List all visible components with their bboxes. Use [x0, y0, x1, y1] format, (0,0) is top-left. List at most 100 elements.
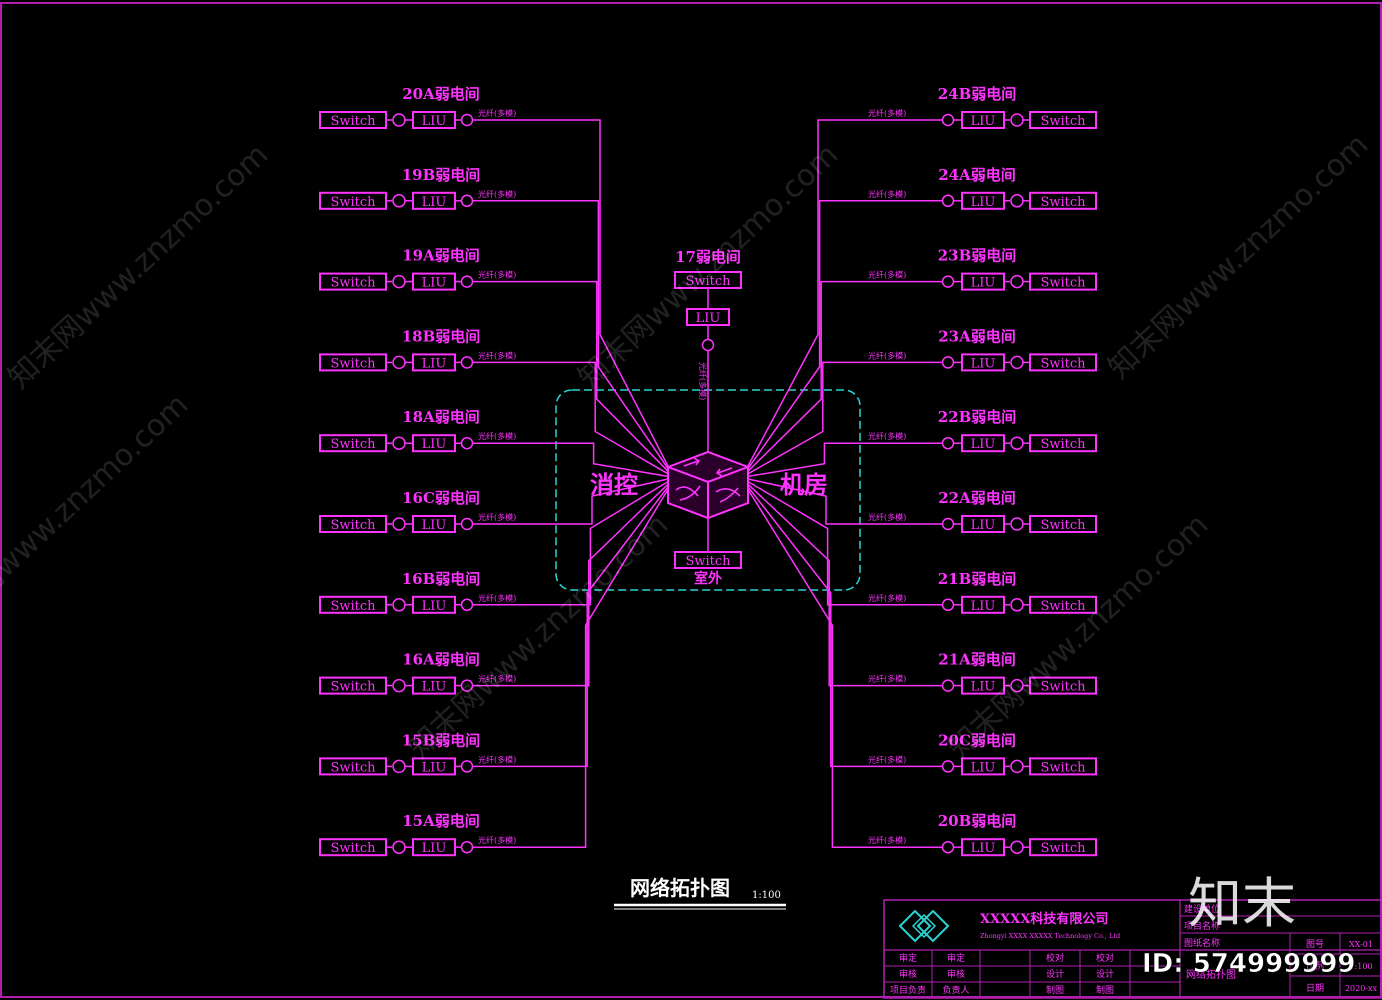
- switch-label: Switch: [1040, 760, 1086, 775]
- watermark-id: ID: 574999999: [1142, 949, 1356, 979]
- fiber-label: 光纤(多模): [868, 270, 906, 280]
- fiber-link-right: [747, 200, 942, 470]
- switch-label: Switch: [1040, 276, 1086, 291]
- room-label: 21A弱电间: [938, 651, 1016, 669]
- meta-label: 图号: [1306, 939, 1324, 950]
- connector-icon: [941, 113, 955, 127]
- fiber-label: 光纤(多模): [868, 431, 906, 441]
- fiber-label: 光纤(多模): [478, 350, 516, 360]
- connector-icon: [392, 355, 406, 370]
- switch-box: [1029, 272, 1097, 291]
- switch-box: [1029, 111, 1097, 129]
- sign-name: 校对: [1096, 952, 1114, 964]
- switch-box: [1029, 838, 1097, 857]
- liu-label: LIU: [422, 114, 447, 129]
- connector-icon: [392, 598, 406, 612]
- drawing-title: 网络拓扑图: [630, 876, 730, 900]
- connector-icon: [1010, 194, 1024, 208]
- fiber-label: 光纤(多模): [868, 593, 906, 603]
- liu-label: LIU: [422, 195, 447, 210]
- sign-label: 项目负责: [890, 984, 926, 996]
- room-label: 22B弱电间: [938, 408, 1017, 426]
- fiber-label: 光纤(多模): [478, 431, 516, 441]
- field-project: 项目名称: [1184, 920, 1220, 932]
- liu-label: LIU: [422, 437, 447, 452]
- fiber-label: 光纤(多模): [868, 512, 906, 522]
- liu-label: LIU: [971, 195, 996, 210]
- switch-box: [1029, 595, 1097, 614]
- liu-label: LIU: [971, 760, 996, 775]
- sign-name: 审核: [947, 968, 965, 980]
- sign-fields: 审定审定校对校对审核审核设计设计项目负责负责人制图制图: [890, 952, 1114, 996]
- connector-icon: [1010, 598, 1024, 612]
- connector-icon: [941, 356, 955, 369]
- field-client: 建设单位: [1184, 903, 1220, 915]
- connector-icon: [392, 840, 406, 854]
- fiber-label: 光纤(多模): [868, 754, 906, 764]
- fiber-link-right: [747, 442, 942, 478]
- fiber-link-left: [473, 361, 669, 475]
- connector-icon: [1010, 840, 1024, 854]
- room-label: 22A弱电间: [938, 489, 1016, 507]
- connector-icon: [1010, 436, 1024, 450]
- fiber-link-right: [747, 280, 942, 472]
- connector-icon: [941, 840, 955, 854]
- fiber-link-right: [747, 486, 942, 768]
- room-label: 15A弱电间: [402, 812, 480, 830]
- room-label: 18B弱电间: [402, 327, 481, 345]
- sign-label: 制图: [1046, 984, 1064, 996]
- switch-label: Switch: [330, 437, 376, 452]
- fiber-link-right: [747, 478, 942, 525]
- watermark-text: 知末网www.znzmo.com: [1102, 127, 1376, 386]
- room-label: 23B弱电间: [938, 247, 1017, 265]
- sign-name: 设计: [1096, 968, 1114, 980]
- switch-box-outdoor: [674, 551, 742, 569]
- watermark-text: 知末网www.znzmo.com: [0, 387, 195, 646]
- room-label: 20A弱电间: [402, 85, 480, 103]
- connector-icon: [941, 760, 955, 773]
- connector-icon: [460, 194, 474, 208]
- liu-label: LIU: [971, 356, 996, 371]
- switch-box: [1029, 191, 1097, 210]
- liu-label: LIU: [422, 518, 447, 533]
- connector-icon: [392, 274, 406, 289]
- switch-label: Switch: [1040, 518, 1086, 533]
- switch-label: Switch: [1040, 437, 1086, 452]
- meta-value: XX-01: [1349, 940, 1373, 949]
- fiber-label: 光纤(多模): [478, 270, 516, 280]
- fiber-label: 光纤(多模): [478, 674, 516, 684]
- switch-label: Switch: [1040, 599, 1086, 614]
- room-label: 24B弱电间: [938, 85, 1017, 103]
- fiber-links: [473, 119, 942, 848]
- switch-box: [1029, 353, 1097, 372]
- switch-label: Switch: [330, 276, 376, 291]
- title-block: XXXXX科技有限公司 Zhongyi XXXX XXXXX Technolog…: [883, 899, 1382, 999]
- connector-icon: [941, 679, 955, 692]
- switch-box: [1029, 515, 1097, 533]
- connector-icon: [460, 517, 474, 531]
- outdoor-caption: 室外: [694, 570, 722, 587]
- switch-label: Switch: [330, 841, 376, 856]
- fiber-link-left: [473, 442, 669, 478]
- connector-icon: [1010, 759, 1024, 774]
- fiber-link-right: [747, 119, 942, 467]
- connector-icon: [1010, 113, 1024, 127]
- room-label: 18A弱电间: [402, 408, 480, 426]
- connector-icon: [460, 436, 474, 450]
- drawing-scale: 1:100: [752, 890, 781, 901]
- meta-label: 比例: [1306, 960, 1324, 972]
- switch-label: Switch: [1040, 195, 1086, 210]
- meta-value: 2020-xx: [1345, 984, 1378, 993]
